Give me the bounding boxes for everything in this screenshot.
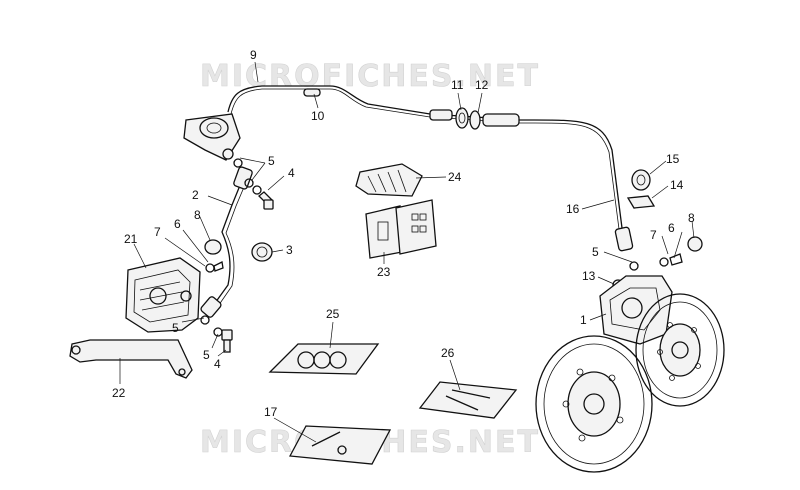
callout-14: 14 <box>670 178 684 192</box>
banjo-bolt-upper <box>233 158 274 210</box>
callout-25: 25 <box>326 307 340 321</box>
callout-7a: 7 <box>154 225 161 239</box>
banjo-bolt-lower <box>200 315 233 353</box>
callout-1: 1 <box>580 313 587 327</box>
callout-4a: 4 <box>288 166 295 180</box>
brake-hose <box>227 85 634 252</box>
hose-clip-10 <box>303 88 321 97</box>
brake-pad-top <box>355 163 423 197</box>
callout-5c: 5 <box>203 348 210 362</box>
callout-4b: 4 <box>214 357 221 371</box>
callout-5a: 5 <box>268 154 275 168</box>
rear-caliper <box>125 257 201 333</box>
callout-24: 24 <box>448 170 462 184</box>
seal-kit-bag-25 <box>268 343 380 375</box>
callout-12: 12 <box>475 78 489 92</box>
callout-6a: 6 <box>174 217 181 231</box>
bleed-screw-rear <box>204 239 224 273</box>
callout-15: 15 <box>666 152 680 166</box>
brake-pads-23 <box>365 199 437 259</box>
callout-5b: 5 <box>172 321 179 335</box>
front-caliper <box>599 275 673 345</box>
brake-hose-2 <box>200 166 253 318</box>
caliper-bracket <box>69 339 193 379</box>
master-cylinder <box>183 113 241 161</box>
callout-8b: 8 <box>688 211 695 225</box>
callout-8a: 8 <box>194 208 201 222</box>
callout-16: 16 <box>566 202 580 216</box>
hose-clamp-14-15 <box>626 169 656 209</box>
grommets-11-12 <box>455 107 481 130</box>
callout-5d: 5 <box>592 245 599 259</box>
repair-kit-bag-26 <box>418 381 518 419</box>
brake-disc-front <box>635 293 725 407</box>
callout-21: 21 <box>124 232 138 246</box>
repair-kit-bag-17 <box>288 425 392 465</box>
callout-23: 23 <box>377 265 391 279</box>
callout-3: 3 <box>286 243 293 257</box>
bleed-screw-front <box>612 236 703 291</box>
grommet-3 <box>251 242 273 262</box>
watermark-top: MICROFICHES.NET <box>200 59 540 94</box>
callout-2: 2 <box>192 188 199 202</box>
callout-6b: 6 <box>668 221 675 235</box>
callout-26: 26 <box>441 346 455 360</box>
callout-17: 17 <box>264 405 278 419</box>
callout-9: 9 <box>250 48 257 62</box>
leader-lines <box>119 61 695 443</box>
callout-labels: 9 10 11 12 5 4 2 8 6 7 3 21 5 5 4 22 24 … <box>112 48 695 419</box>
callout-13: 13 <box>582 269 596 283</box>
callout-7b: 7 <box>650 228 657 242</box>
callout-22: 22 <box>112 386 126 400</box>
brake-disc-rear <box>535 335 653 473</box>
callout-10: 10 <box>311 109 325 123</box>
callout-11: 11 <box>451 78 464 92</box>
